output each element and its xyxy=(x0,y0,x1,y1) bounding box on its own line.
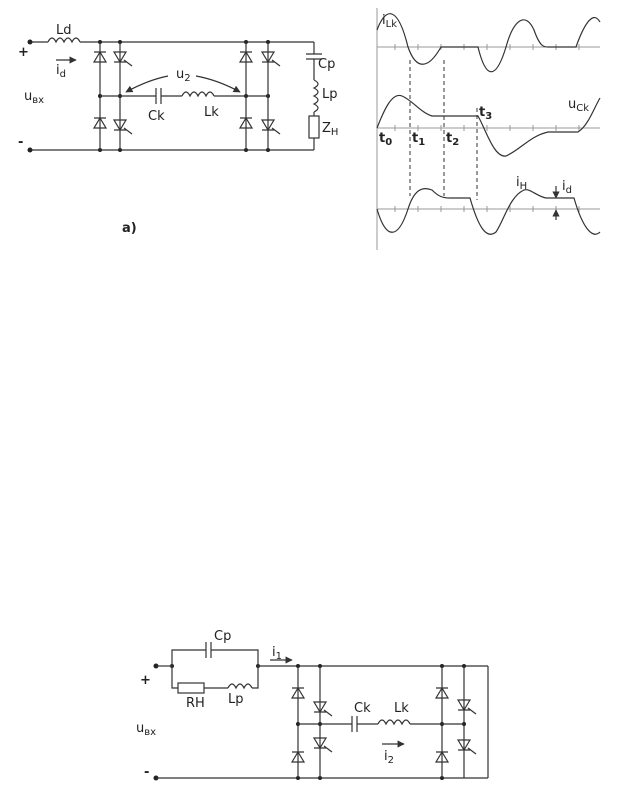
inductor-lk-b xyxy=(377,719,411,726)
ilk-label: iLk xyxy=(382,13,397,30)
ck-label-b: Ck xyxy=(354,701,371,716)
plus-label-b: + xyxy=(140,673,151,688)
thyristor-b3 xyxy=(456,699,477,715)
ih-label: iH xyxy=(516,175,527,192)
diode-b1 xyxy=(290,686,306,699)
diode-b4 xyxy=(434,750,450,763)
thyristor-b2 xyxy=(312,737,333,753)
t0-label: t0 xyxy=(379,131,392,148)
minus-label-a: - xyxy=(18,135,23,150)
lk-label-a: Lk xyxy=(204,105,219,120)
inductor-lp xyxy=(312,79,319,113)
diode-a2 xyxy=(92,116,108,129)
diode-a1 xyxy=(92,50,108,63)
thyristor-b4 xyxy=(456,739,477,755)
capacitor-ck xyxy=(155,88,162,104)
id-label-a: id xyxy=(56,63,66,80)
capacitor-cp-b xyxy=(205,642,212,658)
wave-ih xyxy=(376,188,601,235)
thyristor-a2 xyxy=(112,119,133,135)
inductor-lp-b xyxy=(227,683,253,690)
wave-ilk xyxy=(376,13,601,73)
thyristor-a4 xyxy=(260,119,281,135)
wave-uck xyxy=(376,94,601,157)
lk-label-b: Lk xyxy=(394,701,409,716)
lp-label-b: Lp xyxy=(228,692,244,707)
t3-label: t3 xyxy=(479,105,492,122)
cp-label-b: Cp xyxy=(214,629,231,644)
load-zh xyxy=(308,115,320,139)
uck-label: uCk xyxy=(568,97,589,114)
inductor-ld xyxy=(47,37,81,44)
resistor-rh xyxy=(177,682,205,694)
diode-b2 xyxy=(290,750,306,763)
i1-label: i1 xyxy=(272,645,282,662)
t1-label: t1 xyxy=(412,131,425,148)
plus-label-a: + xyxy=(18,45,29,60)
caption-a: a) xyxy=(122,221,137,236)
zh-label: ZH xyxy=(322,121,338,138)
waveforms xyxy=(376,8,601,250)
t2-label: t2 xyxy=(446,131,459,148)
diode-a4 xyxy=(238,116,254,129)
uin-label-a: uвх xyxy=(24,89,44,106)
uin-label-b: uвх xyxy=(136,721,156,738)
ld-label: Ld xyxy=(56,23,72,38)
lp-label-a: Lp xyxy=(322,87,338,102)
diode-a3 xyxy=(238,50,254,63)
circuit-b xyxy=(153,642,489,781)
minus-label-b: - xyxy=(144,765,149,780)
ck-label-a: Ck xyxy=(148,109,165,124)
circuit-a xyxy=(27,37,322,153)
rh-label: RH xyxy=(186,696,205,711)
diode-b3 xyxy=(434,686,450,699)
thyristor-a1 xyxy=(112,51,133,67)
thyristor-a3 xyxy=(260,51,281,67)
cp-label-a: Cp xyxy=(318,57,335,72)
i2-label: i2 xyxy=(384,749,394,766)
capacitor-ck-b xyxy=(351,716,358,732)
id-label-wave: id xyxy=(562,179,572,196)
u2-label: u2 xyxy=(176,67,191,84)
thyristor-b1 xyxy=(312,701,333,717)
inductor-lk xyxy=(181,91,215,98)
